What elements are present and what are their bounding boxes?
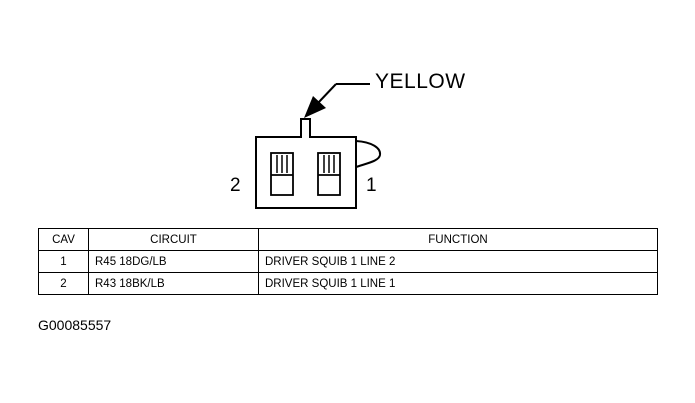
cavity-1 — [317, 152, 341, 196]
header-function: FUNCTION — [258, 228, 658, 251]
header-circuit: CIRCUIT — [88, 228, 259, 251]
cell-circuit: R45 18DG/LB — [88, 250, 259, 273]
cell-circuit: R43 18BK/LB — [88, 272, 259, 295]
table-row: 1 R45 18DG/LB DRIVER SQUIB 1 LINE 2 — [38, 250, 658, 273]
connector-housing — [255, 118, 357, 209]
header-cav: CAV — [38, 228, 89, 251]
cell-cav: 2 — [38, 272, 89, 295]
cavity-number-2: 2 — [230, 175, 241, 196]
table-header-row: CAV CIRCUIT FUNCTION — [38, 228, 658, 251]
table-row: 2 R43 18BK/LB DRIVER SQUIB 1 LINE 1 — [38, 272, 658, 295]
figure-id: G00085557 — [38, 317, 112, 333]
wire-color-label: YELLOW — [375, 70, 466, 93]
cell-function: DRIVER SQUIB 1 LINE 2 — [258, 250, 658, 273]
cell-cav: 1 — [38, 250, 89, 273]
cell-function: DRIVER SQUIB 1 LINE 1 — [258, 272, 658, 295]
pinout-table: CAV CIRCUIT FUNCTION 1 R45 18DG/LB DRIVE… — [38, 228, 658, 295]
cavity-number-1: 1 — [366, 175, 377, 196]
connector-latch — [355, 140, 382, 168]
cavity-2 — [270, 152, 294, 196]
leader-arrow — [304, 83, 370, 118]
